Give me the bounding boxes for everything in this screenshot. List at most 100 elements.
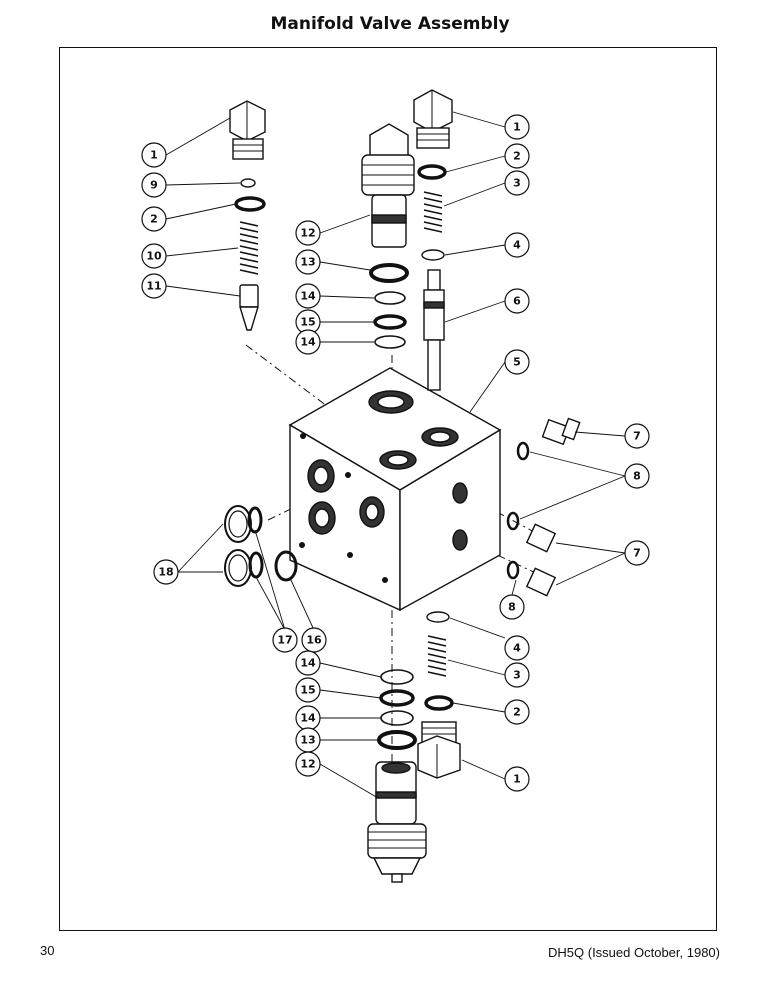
- svg-text:4: 4: [513, 239, 521, 252]
- relief-cap-lower: [417, 721, 461, 779]
- svg-text:14: 14: [300, 657, 316, 670]
- svg-text:2: 2: [513, 150, 521, 163]
- svg-text:14: 14: [300, 336, 316, 349]
- callout-5: 5: [504, 349, 530, 375]
- svg-text:9: 9: [150, 179, 158, 192]
- callout-7: 7: [624, 540, 650, 566]
- svg-text:1: 1: [513, 773, 521, 786]
- svg-text:17: 17: [277, 634, 292, 647]
- svg-text:1: 1: [513, 121, 521, 134]
- callout-13: 13: [295, 727, 321, 753]
- svg-text:5: 5: [513, 356, 521, 369]
- o-ring-part: [516, 441, 530, 461]
- spring-part: [427, 635, 447, 677]
- svg-text:8: 8: [508, 601, 516, 614]
- document-id: DH5Q (Issued October, 1980): [548, 945, 720, 960]
- svg-text:3: 3: [513, 669, 521, 682]
- callout-8: 8: [624, 463, 650, 489]
- callout-11: 11: [141, 273, 167, 299]
- ball-part: [240, 178, 256, 188]
- o-ring-part: [379, 689, 415, 707]
- washer-part: [426, 611, 450, 623]
- o-ring-part: [424, 695, 454, 711]
- backup-ring-part: [374, 291, 406, 305]
- o-ring-part: [377, 730, 417, 750]
- poppet-part: [239, 284, 259, 331]
- callout-12: 12: [295, 751, 321, 777]
- o-ring-part: [234, 196, 266, 212]
- backup-ring-part: [374, 335, 406, 349]
- o-ring-part: [506, 560, 520, 580]
- callout-14: 14: [295, 650, 321, 676]
- backup-ring-part: [380, 710, 414, 726]
- svg-text:15: 15: [300, 316, 315, 329]
- callout-17: 17: [272, 627, 298, 653]
- callout-16: 16: [301, 627, 327, 653]
- svg-text:14: 14: [300, 290, 316, 303]
- svg-text:2: 2: [513, 706, 521, 719]
- center-line: [464, 494, 541, 536]
- callout-7: 7: [624, 423, 650, 449]
- callout-4: 4: [504, 635, 530, 661]
- callout-13: 13: [295, 249, 321, 275]
- svg-text:16: 16: [306, 634, 322, 647]
- callout-14: 14: [295, 283, 321, 309]
- relief-cap-upper-right: [413, 89, 453, 149]
- callout-2: 2: [141, 206, 167, 232]
- figure-frame: [59, 47, 717, 931]
- spring-part: [239, 221, 259, 275]
- plug-fitting-middle: [525, 523, 557, 553]
- o-ring-part: [506, 511, 520, 531]
- leader-lines: [165, 111, 626, 799]
- callout-9: 9: [141, 172, 167, 198]
- callout-3: 3: [504, 662, 530, 688]
- callout-18: 18: [153, 559, 179, 585]
- callout-1: 1: [504, 114, 530, 140]
- svg-text:12: 12: [300, 227, 315, 240]
- svg-text:3: 3: [513, 177, 521, 190]
- backup-ring-part: [380, 669, 414, 685]
- spring-part: [423, 191, 443, 233]
- page-number: 30: [40, 943, 55, 958]
- callout-1: 1: [141, 142, 167, 168]
- cartridge-valve-upper: [361, 123, 415, 248]
- callout-8: 8: [499, 594, 525, 620]
- callout-4: 4: [504, 232, 530, 258]
- spool-part: [423, 269, 445, 391]
- svg-text:8: 8: [633, 470, 641, 483]
- svg-text:13: 13: [300, 734, 315, 747]
- svg-text:11: 11: [146, 280, 161, 293]
- callout-15: 15: [295, 677, 321, 703]
- svg-text:10: 10: [146, 250, 162, 263]
- o-ring-part: [417, 164, 447, 180]
- callout-14: 14: [295, 329, 321, 355]
- cartridge-valve-lower: [367, 761, 427, 883]
- callout-12: 12: [295, 220, 321, 246]
- manifold-block: [288, 367, 502, 612]
- callout-1: 1: [504, 766, 530, 792]
- washer-part: [421, 249, 445, 261]
- svg-text:2: 2: [150, 213, 158, 226]
- svg-text:18: 18: [158, 566, 173, 579]
- svg-text:6: 6: [513, 295, 521, 308]
- port-rings-left: [224, 505, 298, 587]
- page-title: Manifold Valve Assembly: [270, 14, 510, 34]
- callout-6: 6: [504, 288, 530, 314]
- callout-14: 14: [295, 705, 321, 731]
- svg-text:12: 12: [300, 758, 315, 771]
- svg-text:13: 13: [300, 256, 315, 269]
- svg-text:14: 14: [300, 712, 316, 725]
- o-ring-part: [369, 263, 409, 283]
- svg-text:7: 7: [633, 430, 641, 443]
- svg-text:15: 15: [300, 684, 315, 697]
- callout-10: 10: [141, 243, 167, 269]
- relief-cap-upper-left: [229, 100, 266, 160]
- svg-text:7: 7: [633, 547, 641, 560]
- callout-3: 3: [504, 170, 530, 196]
- plug-fitting-upper: [541, 417, 581, 446]
- o-ring-part: [373, 314, 407, 330]
- svg-text:1: 1: [150, 149, 158, 162]
- svg-text:4: 4: [513, 642, 521, 655]
- plug-fitting-lower: [525, 567, 557, 597]
